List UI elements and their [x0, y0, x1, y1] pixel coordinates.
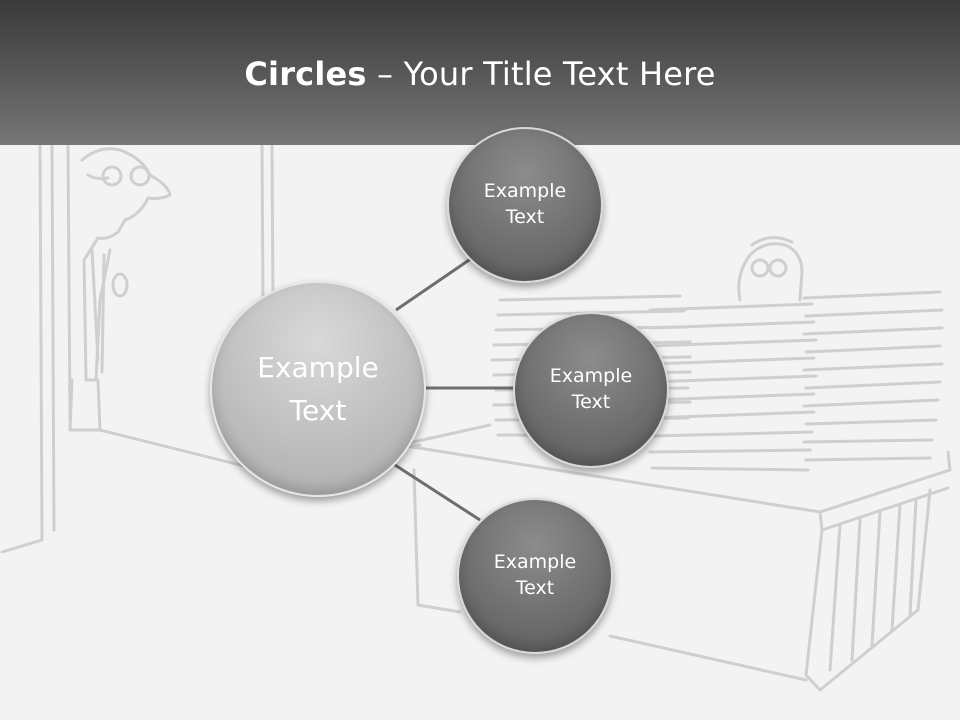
title-bold: Circles	[244, 54, 367, 93]
title-bar: Circles – Your Title Text Here	[0, 0, 960, 145]
node-circle-2-label: Example Text	[549, 365, 633, 413]
connector-line-1	[395, 256, 473, 312]
title-rest: – Your Title Text Here	[366, 54, 716, 93]
node-circle-3-label: Example Text	[493, 551, 577, 599]
node-circle-2: Example Text	[513, 312, 669, 468]
center-circle-label: Example Text	[257, 350, 379, 427]
slide-title: Circles – Your Title Text Here	[244, 55, 715, 93]
node-circle-3: Example Text	[457, 498, 613, 654]
node-circle-1: Example Text	[447, 127, 603, 283]
connector-line-3	[394, 463, 481, 522]
node-circle-1-label: Example Text	[483, 180, 567, 228]
center-circle: Example Text	[210, 281, 426, 497]
